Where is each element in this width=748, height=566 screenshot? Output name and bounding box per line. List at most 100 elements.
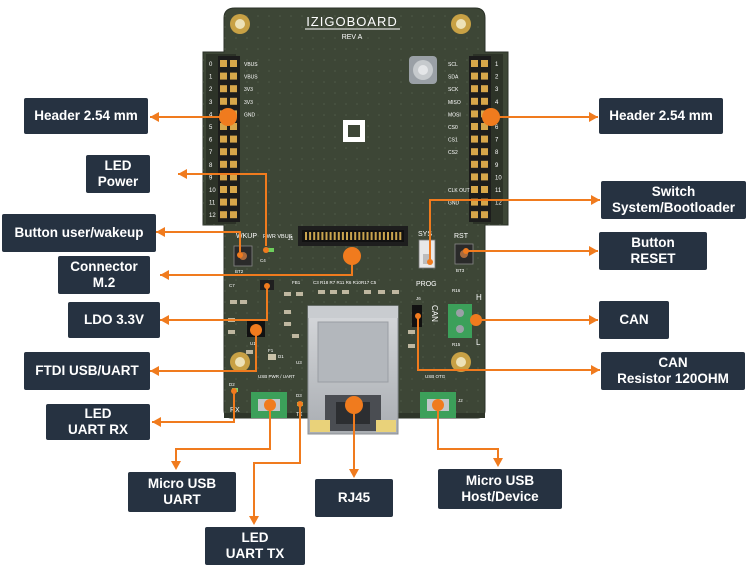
header-pin — [230, 60, 237, 67]
marker-dot — [482, 108, 500, 126]
label-text: UART — [163, 492, 201, 507]
silk-signal: CS0 — [448, 125, 458, 131]
label-text: UART RX — [68, 422, 128, 437]
m2-pin — [370, 232, 373, 240]
smd-component — [284, 322, 291, 326]
label-text: CAN — [658, 355, 688, 370]
marker-dot — [237, 252, 243, 258]
label-text: FTDI USB/UART — [35, 363, 139, 378]
silk-pin-number: 3 — [209, 100, 213, 106]
mounting-hole — [451, 352, 471, 372]
label-led-uart-tx: LED UART TX — [205, 527, 305, 565]
m2-pin — [354, 232, 357, 240]
silk-signal: CS1 — [448, 138, 458, 144]
leader-ftdi — [150, 330, 257, 372]
smd-component — [230, 300, 237, 304]
m2-pin — [366, 232, 369, 240]
header-pin — [481, 85, 488, 93]
header-pin — [471, 135, 478, 143]
marker-dot — [231, 388, 237, 394]
header-pin — [230, 186, 237, 193]
label-text: Button — [631, 235, 675, 250]
silk-pin-number: 8 — [209, 163, 213, 169]
smd-component — [246, 350, 253, 354]
header-pin — [220, 72, 227, 80]
marker-dot — [432, 399, 444, 411]
board-revision: REV A — [342, 34, 363, 41]
header-pin — [471, 198, 478, 206]
leader-led-power — [178, 173, 267, 246]
label-text: System/Bootloader — [611, 200, 736, 215]
label-text: M.2 — [92, 275, 116, 290]
silk-pin-number: 9 — [209, 175, 213, 181]
smd-component — [378, 290, 385, 294]
leader-micro-usb-uart — [175, 405, 271, 468]
silk-prog: PROG — [416, 281, 437, 288]
header-pin — [481, 135, 488, 143]
silk-pin-number: 10 — [209, 188, 216, 194]
silk-fb1: FB1 — [292, 280, 301, 285]
smd-component — [392, 290, 399, 294]
leader-ldo — [160, 284, 268, 321]
silk-sys: SYS — [418, 231, 432, 238]
label-text: Micro USB — [465, 473, 535, 488]
silk-r15: R15 — [452, 342, 461, 347]
smd-component — [240, 300, 247, 304]
label-can: CAN — [599, 301, 669, 339]
mounting-hole — [230, 14, 250, 34]
label-text: Switch — [651, 184, 696, 199]
coin-component — [409, 56, 437, 84]
label-text: RJ45 — [337, 490, 371, 505]
silk-signal: CS2 — [448, 150, 458, 156]
board-brand: IZIGOBOARD — [306, 14, 398, 29]
m2-pin — [329, 232, 332, 240]
silk-bt3: BT3 — [456, 268, 465, 273]
leader-micro-usb-host — [437, 405, 499, 465]
label-text: Header 2.54 mm — [609, 108, 713, 123]
silk-signal: GND — [448, 201, 460, 207]
smd-component — [408, 344, 415, 348]
header-pin — [471, 72, 478, 80]
silk-pin-number: 6 — [209, 138, 213, 144]
silk-pin-number: 12 — [495, 201, 502, 207]
header-pin — [220, 60, 227, 67]
silk-u3: U3 — [296, 360, 302, 365]
m2-pin — [337, 232, 340, 240]
header-pin — [471, 97, 478, 105]
header-pin — [471, 211, 478, 219]
label-text: LED — [104, 158, 132, 173]
silk-u1: U1 — [250, 341, 256, 346]
silk-signal: 3V3 — [244, 100, 253, 106]
marker-dot — [415, 313, 421, 319]
silk-j6: J6 — [416, 296, 421, 301]
silk-l: L — [476, 338, 481, 347]
leader-led-rx — [152, 392, 235, 423]
silk-signal: MISO — [448, 100, 461, 106]
silk-wkup: WKUP — [236, 233, 257, 240]
header-pin — [230, 211, 237, 219]
silk-rst: RST — [454, 233, 469, 240]
silk-d3: D3 — [296, 393, 302, 398]
mounting-hole — [230, 352, 250, 372]
silk-signal: MOSI — [448, 112, 461, 118]
header-pin — [471, 148, 478, 156]
silk-signal: 3V3 — [244, 87, 253, 93]
marker-dot — [250, 324, 262, 336]
m2-connector — [298, 226, 408, 246]
m2-pin — [382, 232, 385, 240]
smd-component — [296, 292, 303, 296]
silk-pin-number: 7 — [495, 138, 499, 144]
silk-c7: C7 — [229, 283, 235, 288]
silk-f1: F1 — [268, 348, 274, 353]
leader-switch — [429, 199, 600, 262]
header-pin — [481, 186, 488, 193]
m2-pin — [333, 232, 336, 240]
header-pin — [481, 211, 488, 219]
silk-pin-number: 5 — [209, 125, 213, 131]
label-switch: Switch System/Bootloader — [601, 181, 746, 219]
m2-pin — [317, 232, 320, 240]
header-pin — [220, 123, 227, 130]
label-text: LED — [84, 406, 112, 421]
label-connector-m2: Connector M.2 — [58, 256, 150, 294]
leader-led-tx — [253, 404, 301, 523]
